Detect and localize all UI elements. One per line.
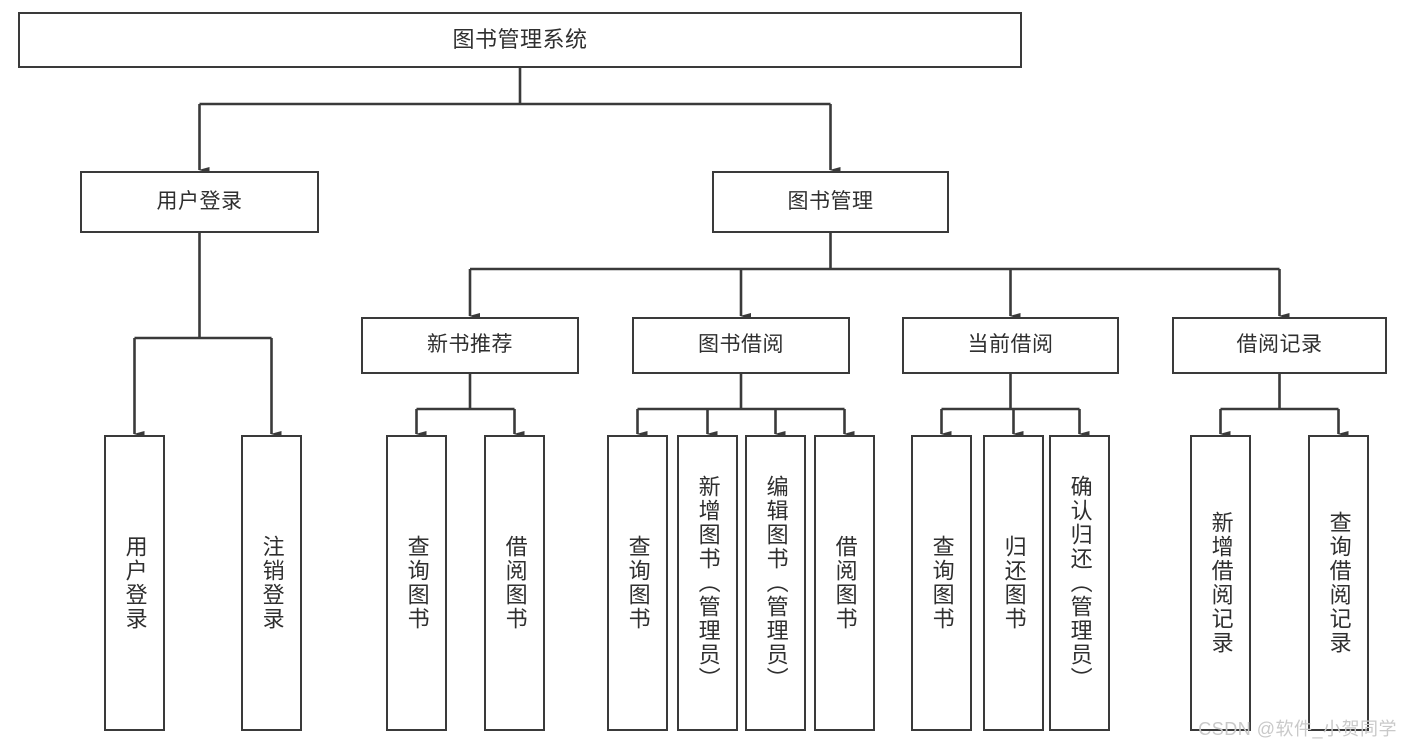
node-leaf-query-book-2-label: 查询图书 xyxy=(625,535,651,631)
node-leaf-add-record-label: 新增借阅记录 xyxy=(1208,511,1234,655)
node-leaf-confirm-return-label: 确认归还（管理员） xyxy=(1067,475,1093,691)
node-leaf-query-record[interactable]: 查询借阅记录 xyxy=(1308,435,1369,731)
node-leaf-borrow-book-2[interactable]: 借阅图书 xyxy=(814,435,875,731)
node-borrow-record[interactable]: 借阅记录 xyxy=(1172,317,1387,374)
node-leaf-query-book-1[interactable]: 查询图书 xyxy=(386,435,447,731)
node-leaf-add-book[interactable]: 新增图书（管理员） xyxy=(677,435,738,731)
node-current-borrow[interactable]: 当前借阅 xyxy=(902,317,1119,374)
node-user-login-label: 用户登录 xyxy=(156,189,243,213)
node-leaf-user-login[interactable]: 用户登录 xyxy=(104,435,165,731)
node-leaf-query-record-label: 查询借阅记录 xyxy=(1326,511,1352,655)
node-leaf-user-login-label: 用户登录 xyxy=(122,535,148,631)
node-leaf-borrow-book-1-label: 借阅图书 xyxy=(502,535,528,631)
node-leaf-user-logout[interactable]: 注销登录 xyxy=(241,435,302,731)
node-book-borrow[interactable]: 图书借阅 xyxy=(632,317,850,374)
node-book-manage-label: 图书管理 xyxy=(787,189,874,213)
node-root-system-label: 图书管理系统 xyxy=(452,27,588,53)
node-leaf-query-book-3[interactable]: 查询图书 xyxy=(911,435,972,731)
connector-edges xyxy=(133,68,1349,437)
node-leaf-add-book-label: 新增图书（管理员） xyxy=(695,475,721,691)
node-current-borrow-label: 当前借阅 xyxy=(967,333,1054,357)
node-new-book-recommend-label: 新书推荐 xyxy=(427,333,513,357)
node-borrow-record-label: 借阅记录 xyxy=(1236,333,1323,357)
node-leaf-query-book-1-label: 查询图书 xyxy=(404,535,430,631)
node-root-system[interactable]: 图书管理系统 xyxy=(18,12,1022,68)
node-leaf-confirm-return[interactable]: 确认归还（管理员） xyxy=(1049,435,1110,731)
watermark-credit: CSDN @软件_小贺同学 xyxy=(1198,719,1397,739)
node-book-manage[interactable]: 图书管理 xyxy=(712,171,949,233)
node-leaf-borrow-book-1[interactable]: 借阅图书 xyxy=(484,435,545,731)
node-leaf-user-logout-label: 注销登录 xyxy=(259,535,285,631)
node-book-borrow-label: 图书借阅 xyxy=(698,333,784,357)
node-user-login[interactable]: 用户登录 xyxy=(80,171,319,233)
node-leaf-borrow-book-2-label: 借阅图书 xyxy=(832,535,858,631)
node-leaf-query-book-3-label: 查询图书 xyxy=(929,535,955,631)
node-leaf-query-book-2[interactable]: 查询图书 xyxy=(607,435,668,731)
node-leaf-edit-book[interactable]: 编辑图书（管理员） xyxy=(745,435,806,731)
node-leaf-edit-book-label: 编辑图书（管理员） xyxy=(763,475,789,691)
node-new-book-recommend[interactable]: 新书推荐 xyxy=(361,317,579,374)
node-leaf-add-record[interactable]: 新增借阅记录 xyxy=(1190,435,1251,731)
node-leaf-return-book-label: 归还图书 xyxy=(1001,535,1027,631)
node-leaf-return-book[interactable]: 归还图书 xyxy=(983,435,1044,731)
